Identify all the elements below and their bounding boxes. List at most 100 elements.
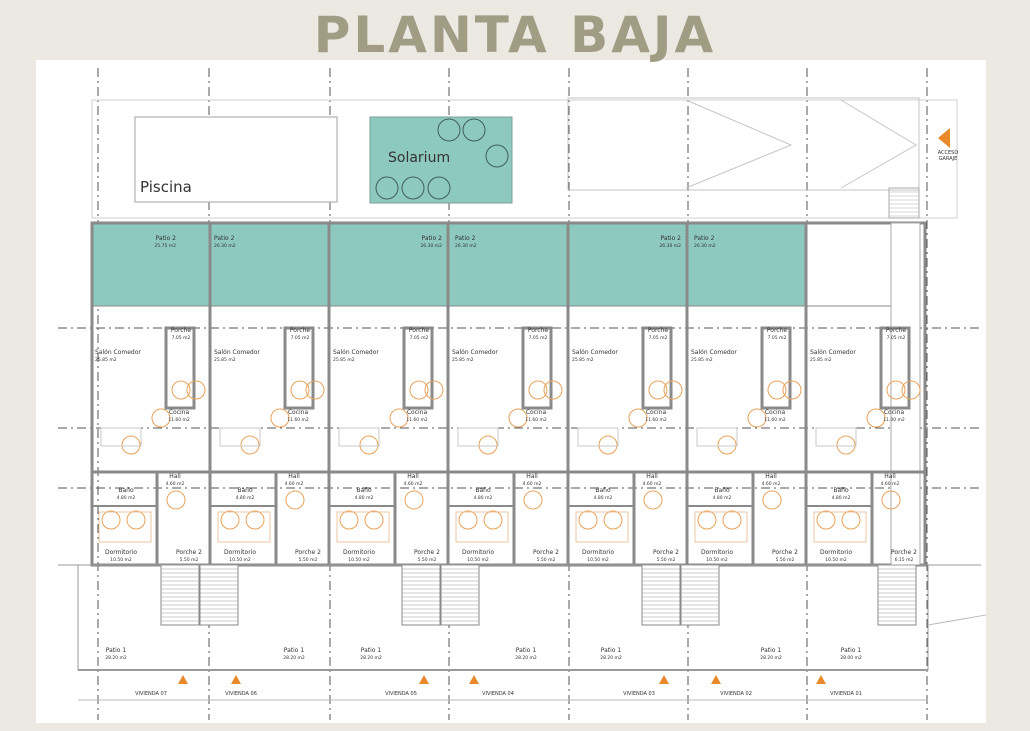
room-area-bano: 4.80 m2 [236,495,255,501]
room-area-salon: 25.85 m2 [95,357,117,363]
patio-2-area: 26.30 m2 [694,243,716,249]
bed-icon [455,511,509,543]
entrance-marker-icon [816,675,826,684]
room-label-dormitorio: Dormitorio [582,549,614,556]
patio-2-area: 26.30 m2 [659,243,681,249]
room-label-cocina: Cocina [169,409,190,416]
room-area-porche-2: 5.50 m2 [299,557,318,563]
furniture-icon [186,380,206,400]
bed-icon [98,511,152,543]
furniture-icon [305,380,325,400]
furniture-icon [747,408,767,428]
furniture-icon [508,408,528,428]
furniture-icon [836,435,856,455]
furniture-icon [697,510,717,530]
furniture-icon [389,408,409,428]
patio-1-area: 28.20 m2 [600,655,622,661]
bed-icon [575,511,629,543]
furniture-icon [886,380,906,400]
porch-wall [641,326,673,410]
entrance-stairs [440,564,480,626]
patio-1-label: Patio 1 [284,647,305,654]
parasol-icon [401,176,425,200]
room-area-salon: 25.85 m2 [214,357,236,363]
furniture-icon [717,435,737,455]
room-label-hall: Hall [288,473,300,480]
furniture-icon [543,380,563,400]
parasol-icon [427,176,451,200]
parasol-icon [485,144,509,168]
room-area-porche: 7.05 m2 [887,335,906,341]
patio-1-area: 28.20 m2 [283,655,305,661]
furniture-icon [528,380,548,400]
room-area-porche: 7.05 m2 [529,335,548,341]
room-label-bano: Baño [833,487,849,494]
furniture-icon [578,510,598,530]
room-area-bano: 4.80 m2 [713,495,732,501]
furniture-icon [270,408,290,428]
parasol-icon [437,118,461,142]
room-label-bano: Baño [714,487,730,494]
vivienda-label: VIVIENDA 02 [720,691,752,697]
room-area-hall: 4.60 m2 [523,481,542,487]
room-area-salon: 25.85 m2 [572,357,594,363]
entrance-marker-icon [178,675,188,684]
garden-outline [91,99,958,219]
room-label-salon: Salón Comedor [214,349,260,356]
page-title: PLANTA BAJA [313,6,717,64]
room-area-dormitorio: 10.50 m2 [587,557,609,563]
side-strip [890,222,921,566]
furniture-icon [424,380,444,400]
patio-1-label: Patio 1 [361,647,382,654]
unit-plan-6 [210,326,329,565]
furniture-icon [240,435,260,455]
ramp-arrow [685,99,793,189]
room-label-porche: Porche [409,327,430,334]
furniture-icon [663,380,683,400]
vivienda-label: VIVIENDA 06 [225,691,257,697]
furniture-icon [409,380,429,400]
vivienda-label: VIVIENDA 07 [135,691,167,697]
room-label-dormitorio: Dormitorio [820,549,852,556]
room-label-salon: Salón Comedor [572,349,618,356]
furniture-icon [483,510,503,530]
room-label-porche: Porche [528,327,549,334]
room-label-porche: Porche [767,327,788,334]
room-label-salon: Salón Comedor [810,349,856,356]
room-area-porche-2: 5.50 m2 [776,557,795,563]
furniture-icon [643,490,663,510]
entrance-stairs [199,564,239,626]
porch-wall [402,326,434,410]
room-label-porche-2: Porche 2 [533,549,559,556]
room-area-porche: 7.05 m2 [768,335,787,341]
entrance-marker-icon [469,675,479,684]
access-arrow-icon [938,128,950,148]
furniture-icon [901,380,921,400]
room-label-cocina: Cocina [765,409,786,416]
unit-plan-4 [448,326,568,565]
patio-1-label: Patio 1 [516,647,537,654]
room-label-porche-2: Porche 2 [176,549,202,556]
room-area-porche-2: 5.50 m2 [657,557,676,563]
entrance-marker-icon [419,675,429,684]
furniture-icon [339,510,359,530]
room-label-salon: Salón Comedor [452,349,498,356]
room-area-porche-2: 5.50 m2 [537,557,556,563]
garage-stairs [888,187,920,219]
room-area-porche: 7.05 m2 [649,335,668,341]
room-area-cocina: 11.60 m2 [764,417,786,423]
parasol-icon [375,176,399,200]
room-area-porche: 7.05 m2 [291,335,310,341]
furniture-icon [628,408,648,428]
patio-1-area: 28.00 m2 [840,655,862,661]
patio-2-label: Patio 2 [214,235,235,242]
vivienda-label: VIVIENDA 01 [830,691,862,697]
room-label-cocina: Cocina [526,409,547,416]
room-area-porche: 7.05 m2 [410,335,429,341]
room-label-hall: Hall [884,473,896,480]
room-label-cocina: Cocina [407,409,428,416]
vivienda-label: VIVIENDA 04 [482,691,514,697]
room-area-cocina: 11.00 m2 [883,417,905,423]
